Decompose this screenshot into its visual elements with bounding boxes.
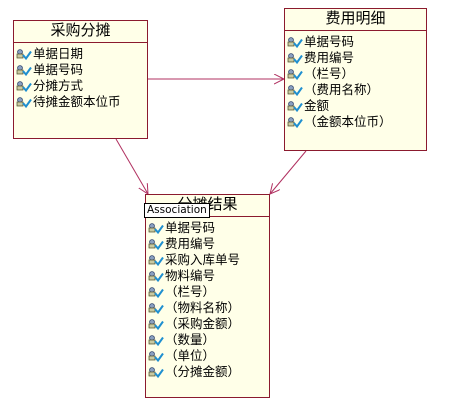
attribute-label: （分摊金额） <box>165 364 241 379</box>
attribute-key-icon <box>148 255 164 266</box>
attribute-list: 单据号码 费用编号 （栏号） （费用名称） 金额 （金额本位币） <box>285 31 426 130</box>
attribute-row[interactable]: 金额 <box>287 98 426 114</box>
attribute-label: 单据日期 <box>33 46 84 61</box>
attribute-key-icon <box>148 303 164 314</box>
attribute-row[interactable]: （费用名称） <box>287 82 426 98</box>
attribute-key-icon <box>148 367 164 378</box>
association-line-allocation-to-result <box>115 138 148 194</box>
attribute-key-icon <box>287 85 303 96</box>
association-tooltip: Association <box>144 203 210 218</box>
attribute-row[interactable]: 单据号码 <box>148 220 269 236</box>
attribute-label: 单据号码 <box>304 34 355 49</box>
attribute-row[interactable]: 单据号码 <box>287 34 426 50</box>
attribute-key-icon <box>287 53 303 64</box>
attribute-key-icon <box>148 351 164 362</box>
attribute-key-icon <box>148 223 164 234</box>
attribute-key-icon <box>287 37 303 48</box>
attribute-key-icon <box>148 287 164 298</box>
attribute-key-icon <box>148 335 164 346</box>
attribute-label: （金额本位币） <box>304 114 392 129</box>
attribute-label: 采购入库单号 <box>165 252 241 267</box>
attribute-row[interactable]: （单位） <box>148 348 269 364</box>
attribute-key-icon <box>287 69 303 80</box>
attribute-key-icon <box>16 49 32 60</box>
association-line-expense-to-result <box>270 150 307 194</box>
class-purchase-allocation[interactable]: 采购分摊 单据日期 单据号码 分摊方式 待摊金额本位币 <box>13 20 148 139</box>
attribute-label: （采购金额） <box>165 316 241 331</box>
attribute-key-icon <box>148 271 164 282</box>
attribute-label: （物料名称） <box>165 300 241 315</box>
attribute-key-icon <box>148 239 164 250</box>
attribute-row[interactable]: （采购金额） <box>148 316 269 332</box>
attribute-label: 物料编号 <box>165 268 216 283</box>
attribute-key-icon <box>16 97 32 108</box>
class-expense-detail[interactable]: 费用明细 单据号码 费用编号 （栏号） （费用名称） 金额 （金额本位币） <box>284 8 427 151</box>
attribute-row[interactable]: （分摊金额） <box>148 364 269 380</box>
attribute-row[interactable]: 单据号码 <box>16 62 147 78</box>
attribute-row[interactable]: 单据日期 <box>16 46 147 62</box>
attribute-row[interactable]: （金额本位币） <box>287 114 426 130</box>
attribute-label: 金额 <box>304 98 330 113</box>
attribute-row[interactable]: （物料名称） <box>148 300 269 316</box>
attribute-list: 单据号码 费用编号 采购入库单号 物料编号 （栏号） （物料名称） （采购金额）… <box>146 217 269 380</box>
attribute-label: （费用名称） <box>304 82 380 97</box>
attribute-key-icon <box>16 81 32 92</box>
attribute-row[interactable]: （栏号） <box>287 66 426 82</box>
class-title: 采购分摊 <box>14 21 147 43</box>
attribute-row[interactable]: 分摊方式 <box>16 78 147 94</box>
attribute-label: （数量） <box>165 332 216 347</box>
attribute-key-icon <box>287 101 303 112</box>
attribute-row[interactable]: 采购入库单号 <box>148 252 269 268</box>
attribute-label: 分摊方式 <box>33 78 84 93</box>
attribute-label: （单位） <box>165 348 216 363</box>
attribute-label: 单据号码 <box>33 62 84 77</box>
attribute-key-icon <box>16 65 32 76</box>
attribute-row[interactable]: 费用编号 <box>287 50 426 66</box>
attribute-label: （栏号） <box>304 66 355 81</box>
attribute-row[interactable]: 待摊金额本位币 <box>16 94 147 110</box>
attribute-row[interactable]: 物料编号 <box>148 268 269 284</box>
attribute-label: （栏号） <box>165 284 216 299</box>
attribute-row[interactable]: （数量） <box>148 332 269 348</box>
class-allocation-result[interactable]: 分摊结果 单据号码 费用编号 采购入库单号 物料编号 （栏号） （物料名称） （… <box>145 194 270 398</box>
attribute-list: 单据日期 单据号码 分摊方式 待摊金额本位币 <box>14 43 147 110</box>
attribute-label: 费用编号 <box>165 236 216 251</box>
class-title: 费用明细 <box>285 9 426 31</box>
attribute-row[interactable]: 费用编号 <box>148 236 269 252</box>
attribute-label: 待摊金额本位币 <box>33 94 121 109</box>
attribute-label: 单据号码 <box>165 220 216 235</box>
attribute-key-icon <box>287 117 303 128</box>
attribute-label: 费用编号 <box>304 50 355 65</box>
attribute-key-icon <box>148 319 164 330</box>
attribute-row[interactable]: （栏号） <box>148 284 269 300</box>
